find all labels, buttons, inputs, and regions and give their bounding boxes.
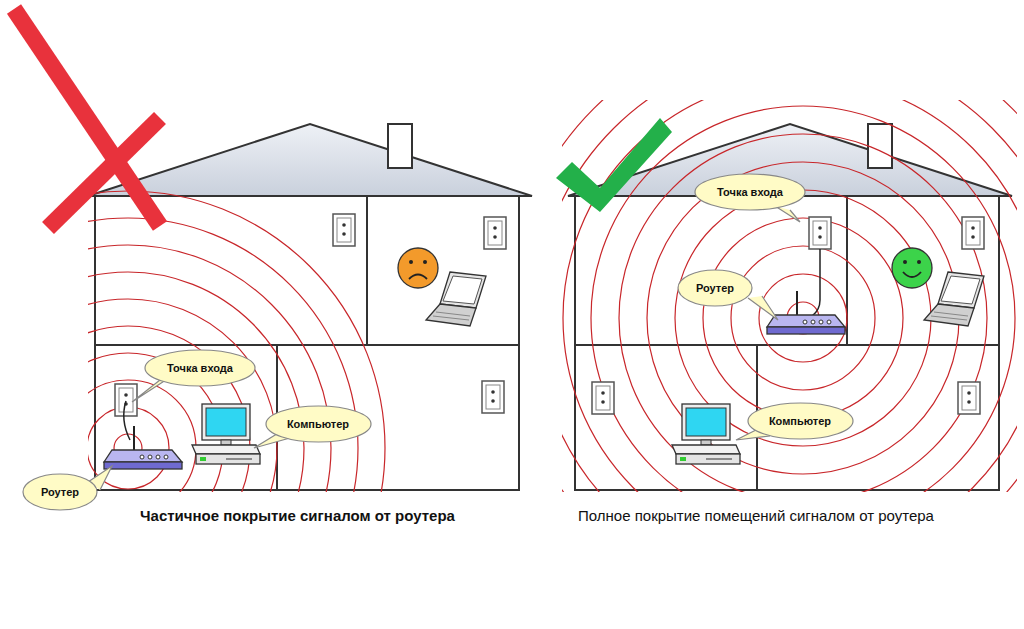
callout-bubble: Компьютер xyxy=(747,402,854,440)
callout-text: Компьютер xyxy=(747,402,854,427)
callout-bubble: Роутер xyxy=(22,473,98,511)
signal-wave xyxy=(88,191,385,492)
caption: Частичное покрытие сигналом от роутера xyxy=(140,507,455,524)
signal-wave xyxy=(731,246,875,390)
signal-wave xyxy=(88,407,169,489)
signal-wave xyxy=(647,162,959,474)
callout-text: Точка входа xyxy=(144,349,256,374)
signal-wave xyxy=(88,299,277,492)
callout-text: Компьютер xyxy=(265,405,372,430)
callout-bubble: Точка входа xyxy=(694,173,806,211)
signal-wave xyxy=(88,218,358,492)
signal-wave xyxy=(88,380,196,492)
callout-text: Роутер xyxy=(22,473,98,498)
signal-wave xyxy=(562,100,1017,492)
signal-wave xyxy=(703,218,903,418)
callout-text: Точка входа xyxy=(694,173,806,198)
callout-text: Роутер xyxy=(677,269,753,294)
signal-wave xyxy=(591,106,1015,492)
callout-bubble: Роутер xyxy=(677,269,753,307)
signal-wave xyxy=(562,100,1017,492)
signal-wave xyxy=(619,134,987,492)
caption: Полное покрытие помещений сигналом от ро… xyxy=(578,507,934,524)
signal-wave xyxy=(88,245,331,492)
callout-bubble: Компьютер xyxy=(265,405,372,443)
signal-wave xyxy=(759,274,847,362)
callout-bubble: Точка входа xyxy=(144,349,256,387)
